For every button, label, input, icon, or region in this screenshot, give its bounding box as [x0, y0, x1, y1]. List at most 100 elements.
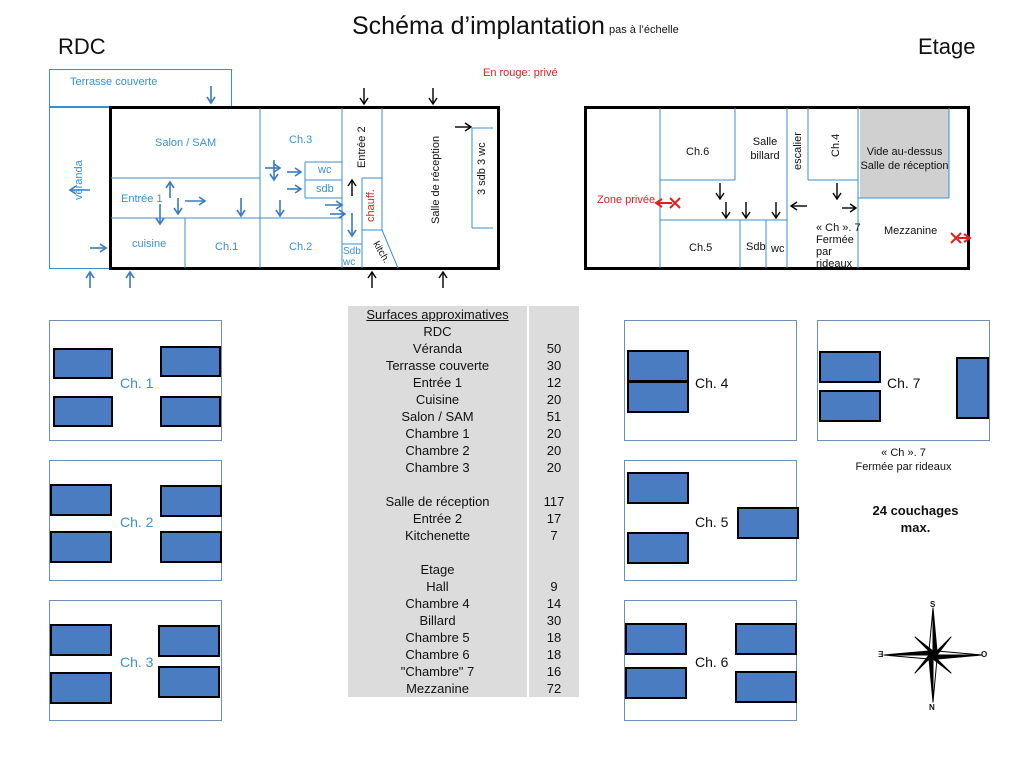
surface-value	[529, 544, 579, 561]
surface-value	[529, 476, 579, 493]
surface-row: Etage	[348, 561, 579, 578]
card-label-ch6: Ch. 6	[695, 654, 729, 670]
rdc-label-salon: Salon / SAM	[155, 137, 217, 149]
bed	[160, 396, 221, 427]
surface-value: 30	[529, 357, 579, 374]
compass-e: E	[878, 650, 884, 659]
surface-row	[348, 544, 579, 561]
bed	[956, 357, 989, 419]
compass-s: S	[930, 600, 936, 609]
bedroom-card-ch1: Ch. 1	[49, 320, 222, 441]
compass-n: N	[929, 703, 935, 712]
surface-value: 14	[529, 595, 579, 612]
surface-label: Chambre 3	[348, 459, 527, 476]
etage-label-zone-privee: Zone privée	[597, 194, 656, 206]
bed	[735, 671, 797, 703]
surface-value: 12	[529, 374, 579, 391]
rdc-heading: RDC	[58, 34, 106, 59]
surface-label	[348, 544, 527, 561]
surface-label: Entrée 1	[348, 374, 527, 391]
rdc-label-ch2: Ch.2	[289, 241, 313, 253]
bed	[53, 396, 113, 427]
surface-value: 17	[529, 510, 579, 527]
bed	[160, 485, 222, 517]
bed	[53, 348, 113, 379]
surface-row	[348, 476, 579, 493]
surface-value: 30	[529, 612, 579, 629]
surface-value: 50	[529, 340, 579, 357]
bed	[627, 350, 689, 382]
capacity-line2: max.	[900, 520, 931, 535]
surface-value: 18	[529, 629, 579, 646]
page-title: Schéma d’implantation	[352, 12, 605, 40]
compass-rose-icon: S N E O	[878, 600, 988, 712]
bed	[627, 532, 689, 564]
surface-label: Mezzanine	[348, 680, 527, 697]
surface-value: 7	[529, 527, 579, 544]
void-area	[860, 108, 949, 198]
bedroom-card-ch7: Ch. 7	[817, 320, 990, 441]
rdc-label-ch3: Ch.3	[289, 134, 313, 146]
surface-label: Kitchenette	[348, 527, 527, 544]
surface-label: Chambre 6	[348, 646, 527, 663]
rdc-label-sdb: sdb	[316, 183, 334, 195]
capacity-note: 24 couchages max.	[848, 502, 983, 536]
surface-row: RDC	[348, 323, 579, 340]
surface-label: Etage	[348, 561, 527, 578]
rdc-label-wc: wc	[318, 164, 332, 176]
etage-building-outline	[584, 106, 970, 270]
bed	[735, 623, 797, 655]
ch7-note-line2: Fermée par rideaux	[855, 461, 952, 473]
card-label-ch3: Ch. 3	[120, 654, 154, 670]
surface-value: 72	[529, 680, 579, 697]
ch7-note-line1: « Ch ». 7	[881, 447, 926, 459]
rdc-building-outline	[109, 106, 500, 270]
surface-label: RDC	[348, 323, 527, 340]
surface-label: Chambre 1	[348, 425, 527, 442]
etage-label-salle-billard: Salle billard	[750, 136, 780, 162]
surface-value: 16	[529, 663, 579, 680]
surface-value: 20	[529, 442, 579, 459]
etage-label-escalier: escalier	[792, 132, 804, 170]
rdc-label-entree1: Entrée 1	[121, 193, 163, 205]
surface-value: 51	[529, 408, 579, 425]
bed	[737, 507, 799, 539]
bed	[50, 624, 112, 656]
bed	[50, 672, 112, 704]
card-label-ch4: Ch. 4	[695, 375, 729, 391]
surface-label: "Chambre" 7	[348, 663, 527, 680]
surface-label: Chambre 5	[348, 629, 527, 646]
etage-label-ch6: Ch.6	[686, 146, 710, 158]
surface-value	[529, 561, 579, 578]
bed	[158, 625, 220, 657]
bed	[625, 623, 687, 655]
surface-value: 117	[529, 493, 579, 510]
bed	[158, 666, 220, 698]
bed	[50, 484, 112, 516]
rdc-label-terrasse: Terrasse couverte	[70, 76, 158, 88]
surface-label: Salle de réception	[348, 493, 527, 510]
etage-heading: Etage	[918, 34, 976, 59]
bed	[819, 351, 881, 383]
surface-label: Cuisine	[348, 391, 527, 408]
card-label-ch7: Ch. 7	[887, 375, 921, 391]
surface-label: Terrasse couverte	[348, 357, 527, 374]
surface-value: 20	[529, 459, 579, 476]
